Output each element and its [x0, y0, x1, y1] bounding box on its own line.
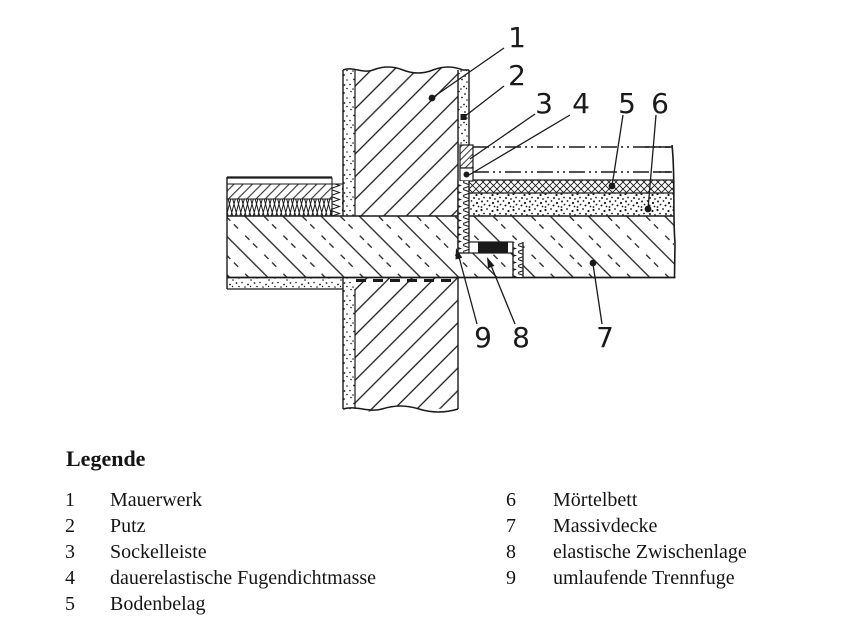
leader-line-9 [458, 256, 478, 325]
plaster-left-lower [343, 277, 355, 412]
left-floor-top-layer [227, 177, 332, 184]
leader-line-6 [647, 114, 657, 210]
legend-item-number: 3 [65, 541, 75, 563]
joint-sealant-dot [463, 171, 470, 178]
callout-dot-5 [608, 182, 616, 190]
leader-line-3 [469, 113, 536, 160]
left-floor-screed-layer [227, 184, 332, 199]
callout-number-9: 9 [474, 321, 492, 354]
legend-item-label: Mauerwerk [110, 489, 203, 511]
leader-line-1 [431, 47, 505, 99]
joint-sealant [459, 167, 474, 182]
callout-number-3: 3 [535, 87, 553, 120]
callout-number-6: 6 [651, 87, 669, 120]
slab-concrete-hatch [227, 216, 674, 277]
legend-item-label: Putz [110, 515, 146, 537]
left-separation-joint-strip [332, 184, 343, 216]
legend-item-3: 3 Sockelleiste [65, 539, 376, 565]
legend-item-8: 8 elastische Zwischenlage [506, 539, 747, 565]
elastic-interlayer-black-block [478, 242, 508, 253]
callout-dot-7 [589, 259, 597, 267]
separation-joint-strip-inner [512, 242, 524, 277]
leader-line-2 [463, 85, 505, 118]
legend-column-2: 6 Mörtelbett 7 Massivdecke 8 elastische … [506, 487, 747, 591]
callout-number-7: 7 [596, 321, 614, 354]
plaster-right-upper [458, 68, 469, 145]
right-break-edge [671, 144, 676, 278]
skirting-phantom-lines [473, 146, 672, 173]
legend-title: Legende [66, 446, 146, 471]
legend-item-label: dauerelastische Fugendichtmasse [110, 567, 377, 589]
legend-item-number: 4 [65, 567, 75, 589]
wall-break-line-bottom [342, 405, 459, 413]
legend-item-number: 7 [506, 515, 516, 537]
legend-item-9: 9 umlaufende Trennfuge [506, 565, 747, 591]
legend-item-number: 1 [65, 489, 75, 511]
legend-item-7: 7 Massivdecke [506, 513, 747, 539]
left-floor-insulation-layer [227, 199, 332, 216]
leader-line-4 [468, 114, 571, 176]
ceiling-plaster-strip [227, 277, 343, 290]
separation-joint-strip-right [457, 181, 470, 254]
masonry-hatch-upper [355, 68, 458, 216]
callout-number-8: 8 [512, 321, 530, 354]
legend-item-6: 6 Mörtelbett [506, 487, 747, 513]
lower-wall-outline [342, 277, 459, 413]
construction-detail-drawing: 1 2 3 4 5 6 9 8 7 [226, 21, 676, 413]
callout-number-5: 5 [618, 87, 636, 120]
legend-item-2: 2 Putz [65, 513, 376, 539]
leader-line-7 [592, 263, 603, 325]
left-floor-assembly [226, 176, 343, 289]
callout-leaders [431, 47, 657, 325]
wall-break-line-top [342, 66, 469, 74]
legend-item-number: 8 [506, 541, 516, 563]
legend-item-5: 5 Bodenbelag [65, 591, 376, 617]
right-floor-assembly [469, 144, 676, 278]
leader-line-5 [611, 114, 624, 187]
leader-line-8 [489, 262, 516, 325]
legend-item-number: 6 [506, 489, 516, 511]
callout-number-1: 1 [508, 21, 526, 54]
callout-dot-1 [428, 94, 436, 102]
callout-dot-6 [644, 205, 652, 213]
callout-arrow-9 [455, 248, 463, 260]
plaster-left-upper [343, 68, 355, 216]
lower-wall [343, 277, 458, 412]
callout-numbers: 1 2 3 4 5 6 9 8 7 [474, 21, 669, 354]
legend-item-label: elastische Zwischenlage [553, 541, 747, 563]
callout-number-4: 4 [572, 87, 590, 120]
legend-item-label: Bodenbelag [110, 593, 206, 615]
legend-item-number: 9 [506, 567, 516, 589]
legend-item-label: Massivdecke [553, 515, 658, 537]
floor-covering-layer [469, 180, 674, 193]
callout-arrow-8 [487, 257, 495, 269]
callout-marker-2 [460, 114, 467, 120]
legend-item-4: 4 dauerelastische Fugendichtmasse [65, 565, 376, 591]
mortar-bed-layer [469, 193, 674, 216]
legend-item-label: Sockelleiste [110, 541, 207, 563]
callout-markers [428, 94, 652, 269]
masonry-hatch-lower [355, 277, 458, 412]
callout-number-2: 2 [508, 59, 526, 92]
skirting-board [459, 144, 474, 169]
upper-wall [343, 68, 469, 216]
legend-item-label: umlaufende Trennfuge [553, 567, 735, 589]
legend-item-1: 1 Mauerwerk [65, 487, 376, 513]
legend-item-label: Mörtelbett [553, 489, 638, 511]
legend-item-number: 5 [65, 593, 75, 615]
elastic-interlayer [468, 241, 514, 254]
legend-column-1: 1 Mauerwerk 2 Putz 3 Sockelleiste 4 daue… [65, 487, 376, 617]
legend-item-number: 2 [65, 515, 75, 537]
floor-slab [227, 215, 676, 279]
